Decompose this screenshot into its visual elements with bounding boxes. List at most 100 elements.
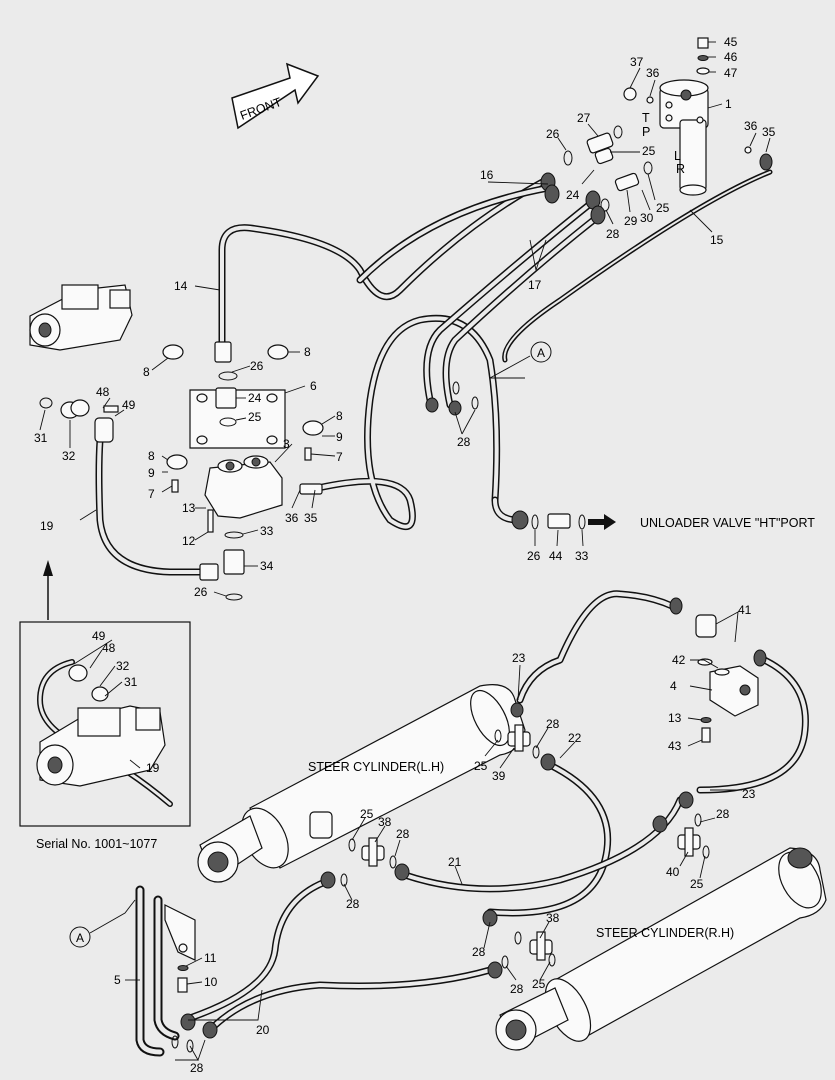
steer-cylinder-rh: STEER CYLINDER(R.H) — [495, 847, 827, 1051]
valve-block-4 — [669, 597, 767, 743]
part-number: 36 — [744, 119, 758, 133]
part-number: 1 — [725, 97, 732, 111]
part-number: 22 — [568, 731, 582, 745]
unloader-fittings: UNLOADER VALVE "HT"PORT — [511, 510, 815, 530]
part-number: 29 — [624, 214, 638, 228]
part-number: 30 — [640, 211, 654, 225]
part-number: 28 — [546, 717, 560, 731]
fittings-left — [39, 397, 119, 443]
part-number: 31 — [124, 675, 138, 689]
part-number: 25 — [248, 410, 262, 424]
callout-a-top: A — [537, 346, 545, 360]
part-number: 25 — [532, 977, 546, 991]
part-number: 41 — [738, 603, 752, 617]
part-number: 28 — [190, 1061, 204, 1075]
part-number: 45 — [724, 35, 738, 49]
pump-top — [29, 284, 133, 351]
part-number: 19 — [146, 761, 160, 775]
part-number: 6 — [310, 379, 317, 393]
part-number: 28 — [457, 435, 471, 449]
part-number: 48 — [102, 641, 116, 655]
part-number: 14 — [174, 279, 188, 293]
part-number: 48 — [96, 385, 110, 399]
part-number: 26 — [527, 549, 541, 563]
part-number: 7 — [336, 450, 343, 464]
part-number: 12 — [182, 534, 196, 548]
part-number: 34 — [260, 559, 274, 573]
part-number: 28 — [606, 227, 620, 241]
port-p-label: P — [642, 125, 650, 139]
part-number: 47 — [724, 66, 738, 80]
part-number: 5 — [114, 973, 121, 987]
part-number: 24 — [566, 188, 580, 202]
part-number: 7 — [148, 487, 155, 501]
part-number: 35 — [304, 511, 318, 525]
part-number: 28 — [346, 897, 360, 911]
part-number: 8 — [304, 345, 311, 359]
part-number: 36 — [646, 66, 660, 80]
part-number: 16 — [480, 168, 494, 182]
port-t-label: T — [642, 111, 650, 125]
leader-lines — [39, 41, 771, 1062]
part-number: 33 — [575, 549, 589, 563]
part-number: 32 — [116, 659, 130, 673]
part-number: 42 — [672, 653, 686, 667]
part-number: 11 — [204, 951, 217, 965]
part-number: 9 — [148, 466, 155, 480]
part-number: 8 — [143, 365, 150, 379]
callout-a-bottom: A — [76, 931, 84, 945]
part-number: 49 — [92, 629, 106, 643]
part-number: 23 — [742, 787, 756, 801]
front-arrow-icon: FRONT — [231, 62, 320, 130]
part-number: 26 — [546, 127, 560, 141]
part-number: 33 — [260, 524, 274, 538]
part-number: 35 — [762, 125, 776, 139]
part-number: 46 — [724, 50, 738, 64]
part-number: 40 — [666, 865, 680, 879]
steer-cyl-lh-label: STEER CYLINDER(L.H) — [308, 760, 444, 774]
fittings-mid: A — [425, 341, 552, 416]
part-number: 21 — [448, 855, 462, 869]
serial-label: Serial No. 1001~1077 — [36, 837, 157, 851]
part-number: 3 — [283, 437, 290, 451]
part-number: 17 — [528, 278, 542, 292]
part-number: 25 — [474, 759, 488, 773]
part-number: 9 — [336, 430, 343, 444]
part-number: 8 — [148, 449, 155, 463]
part-number: 28 — [510, 982, 524, 996]
part-number: 26 — [194, 585, 208, 599]
part-number: 13 — [182, 501, 196, 515]
part-number: 36 — [285, 511, 299, 525]
tee-fittings — [320, 702, 710, 979]
part-number: 32 — [62, 449, 76, 463]
part-number: 24 — [248, 391, 262, 405]
part-number: 43 — [668, 739, 682, 753]
fittings-upper — [540, 87, 773, 225]
part-number: 26 — [250, 359, 264, 373]
part-number: 8 — [336, 409, 343, 423]
part-number: 28 — [716, 807, 730, 821]
part-number: 28 — [472, 945, 486, 959]
part-number: 19 — [40, 519, 54, 533]
solid-arrow-icon — [588, 514, 616, 530]
part-number: 44 — [549, 549, 563, 563]
up-arrow-icon — [43, 560, 53, 620]
part-number: 4 — [670, 679, 677, 693]
part-number: 20 — [256, 1023, 270, 1037]
part-number: 38 — [378, 815, 392, 829]
part-number: 27 — [577, 111, 591, 125]
steer-cylinder-lh: STEER CYLINDER(L.H) — [197, 684, 526, 883]
unloader-label: UNLOADER VALVE "HT"PORT — [640, 516, 815, 530]
part-number: 25 — [642, 144, 656, 158]
part-number: 15 — [710, 233, 724, 247]
priority-valve — [162, 341, 324, 601]
part-number: 10 — [204, 975, 218, 989]
port-l-label: L — [674, 149, 681, 163]
part-number: 25 — [690, 877, 704, 891]
part-number: 49 — [122, 398, 136, 412]
part-number: 23 — [512, 651, 526, 665]
port-r-label: R — [676, 162, 685, 176]
part-number: 38 — [546, 911, 560, 925]
tube-bracket-5: A — [69, 885, 218, 1057]
